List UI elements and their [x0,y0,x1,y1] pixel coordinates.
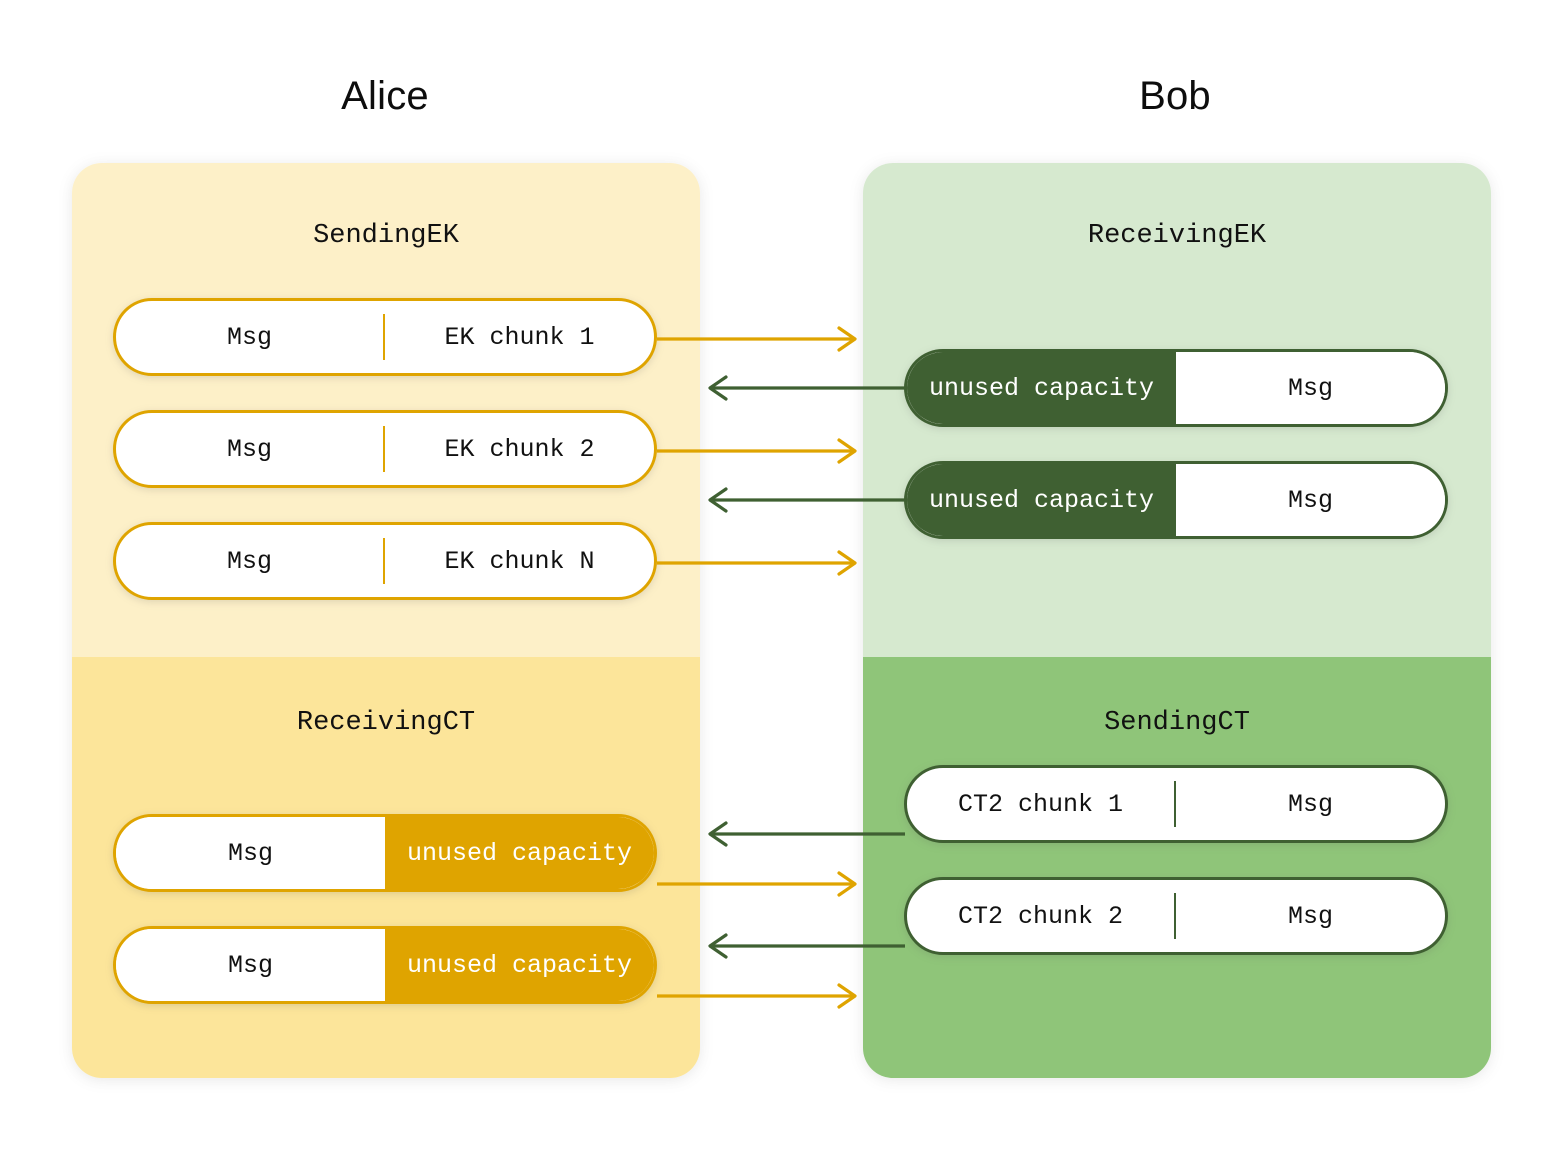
arrowhead-icon [837,871,857,897]
pill-left-label: Msg [116,817,385,889]
arrowhead-icon [708,933,728,959]
panel-alice: SendingEK Msg EK chunk 1 Msg EK chunk 2 … [72,163,700,1078]
pill-left-label: Msg [116,929,385,1001]
arrowhead-icon [837,438,857,464]
section-label-receiving-ek: ReceivingEK [1087,221,1267,251]
pill-right-label: EK chunk 2 [444,434,595,464]
pill-receiving-ek-0[interactable]: unused capacity Msg [904,349,1448,427]
pill-sending-ek-2[interactable]: Msg EK chunk N [113,522,657,600]
pill-left-label: unused capacity [907,464,1176,536]
pill-right-label: Msg [1176,464,1445,536]
section-receiving-ek: ReceivingEK unused capacity Msg unused c… [863,163,1491,657]
pill-left-label: unused capacity [907,352,1176,424]
arrowhead-icon [708,375,728,401]
section-label-sending-ek: SendingEK [313,221,459,251]
arrowhead-icon [837,550,857,576]
pill-right-label: unused capacity [385,929,654,1001]
pill-right-label: EK chunk 1 [444,322,595,352]
pill-receiving-ek-1[interactable]: unused capacity Msg [904,461,1448,539]
pill-left-label: Msg [116,426,385,472]
pill-sending-ek-1[interactable]: Msg EK chunk 2 [113,410,657,488]
arrowhead-icon [708,821,728,847]
section-receiving-ct: ReceivingCT Msg unused capacity Msg unus… [72,657,700,1078]
arrowhead-icon [708,487,728,513]
pill-right-label: EK chunk N [444,546,595,576]
pill-right-label: Msg [1287,789,1333,819]
pill-receiving-ct-1[interactable]: Msg unused capacity [113,926,657,1004]
pill-right-label: Msg [1287,901,1333,931]
pill-left-label: CT2 chunk 2 [907,893,1176,939]
arrowhead-icon [837,326,857,352]
pill-sending-ct-0[interactable]: CT2 chunk 1 Msg [904,765,1448,843]
pill-sending-ct-1[interactable]: CT2 chunk 2 Msg [904,877,1448,955]
section-sending-ct: SendingCT CT2 chunk 1 Msg CT2 chunk 2 Ms… [863,657,1491,1078]
section-sending-ek: SendingEK Msg EK chunk 1 Msg EK chunk 2 … [72,163,700,657]
pill-left-label: Msg [116,314,385,360]
pill-sending-ek-0[interactable]: Msg EK chunk 1 [113,298,657,376]
section-label-sending-ct: SendingCT [1104,708,1250,738]
pill-right-label: unused capacity [385,817,654,889]
party-title-alice: Alice [341,74,429,118]
pill-left-label: Msg [116,538,385,584]
pill-right-label: Msg [1176,352,1445,424]
pill-receiving-ct-0[interactable]: Msg unused capacity [113,814,657,892]
pill-left-label: CT2 chunk 1 [907,781,1176,827]
section-label-receiving-ct: ReceivingCT [296,708,476,738]
arrowhead-icon [837,983,857,1009]
panel-bob: ReceivingEK unused capacity Msg unused c… [863,163,1491,1078]
party-title-bob: Bob [1139,74,1211,118]
